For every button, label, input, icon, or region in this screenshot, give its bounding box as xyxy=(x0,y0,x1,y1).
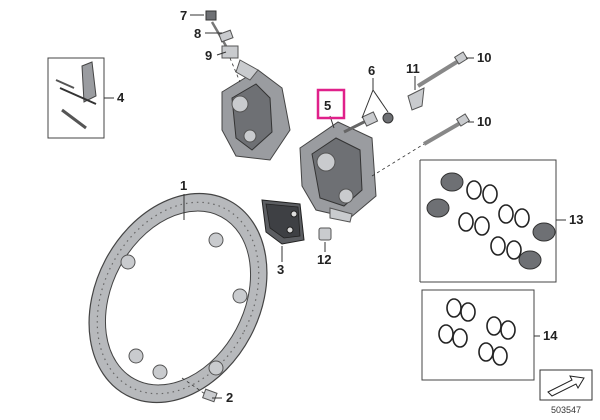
highlight-box xyxy=(316,88,346,120)
banjo-bolt[interactable] xyxy=(221,45,241,83)
piston-kit-box[interactable] xyxy=(419,159,557,283)
bleed-screw[interactable] xyxy=(343,111,394,134)
callout-labels: 1 2 3 4 5 6 7 8 9 10 10 11 12 13 14 xyxy=(117,8,583,405)
callout-10b[interactable]: 10 xyxy=(477,114,491,129)
callout-8[interactable]: 8 xyxy=(194,26,201,41)
retaining-clip[interactable] xyxy=(407,87,425,111)
seal-kit-box[interactable] xyxy=(421,289,535,381)
callout-12[interactable]: 12 xyxy=(317,252,331,267)
leader-lines xyxy=(104,14,566,399)
callout-6[interactable]: 6 xyxy=(368,63,375,78)
pin-lower[interactable] xyxy=(371,113,471,177)
callout-10a[interactable]: 10 xyxy=(477,50,491,65)
seal-rings xyxy=(458,180,530,260)
diagram-id: 503547 xyxy=(551,405,581,415)
callout-2[interactable]: 2 xyxy=(226,390,233,405)
caliper-front[interactable] xyxy=(299,121,377,223)
callout-13[interactable]: 13 xyxy=(569,212,583,227)
callout-14[interactable]: 14 xyxy=(543,328,558,343)
callout-4[interactable]: 4 xyxy=(117,90,125,105)
bleeder-valve[interactable] xyxy=(210,21,234,47)
callout-5[interactable]: 5 xyxy=(324,98,331,113)
callout-1[interactable]: 1 xyxy=(180,178,187,193)
bleeder-cap[interactable] xyxy=(205,10,217,21)
caliper-rear[interactable] xyxy=(221,59,291,161)
callout-3[interactable]: 3 xyxy=(277,262,284,277)
callout-9[interactable]: 9 xyxy=(205,48,212,63)
callout-7[interactable]: 7 xyxy=(180,8,187,23)
brake-disc[interactable] xyxy=(54,162,302,420)
part4-box[interactable] xyxy=(47,57,105,139)
piston xyxy=(426,172,556,270)
pin-upper[interactable] xyxy=(416,51,469,88)
callout-11[interactable]: 11 xyxy=(406,61,420,76)
direction-arrow-icon xyxy=(539,369,593,401)
guide-sleeve[interactable] xyxy=(318,227,332,241)
brake-pad[interactable] xyxy=(261,199,305,245)
